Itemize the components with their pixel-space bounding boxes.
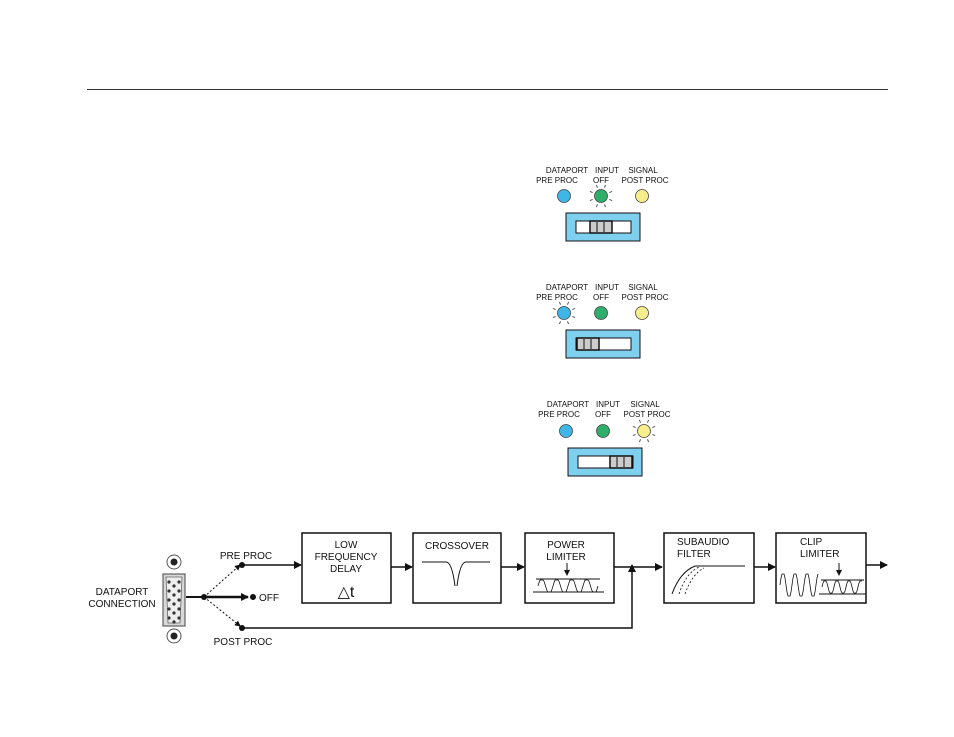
led-panel-2: DATAPORT INPUT SIGNAL PRE PROC OFF POST … [536, 283, 669, 358]
screw-bottom-center [171, 633, 178, 640]
pre-proc-branch-label: PRE PROC [220, 551, 272, 562]
input-led-icon [597, 425, 610, 438]
dataport-led-icon [558, 190, 571, 203]
led-glow-ray [590, 199, 593, 200]
led-glow-ray [609, 199, 612, 200]
dataport-connector: DATAPORT CONNECTION [88, 555, 185, 643]
led-row [553, 302, 649, 324]
led-glow-ray [652, 434, 655, 435]
dataport-connection-label-1: DATAPORT [96, 587, 149, 598]
led-glow-ray [553, 308, 556, 309]
led-glow-ray [572, 316, 575, 317]
off-node [250, 594, 256, 600]
led-glow-ray [559, 302, 560, 305]
signal-label: SIGNAL [628, 166, 658, 175]
led-glow-ray [596, 185, 597, 188]
dataport-label: DATAPORT [546, 283, 588, 292]
post-proc-branch-label: POST PROC [214, 637, 273, 648]
crossover-label: CROSSOVER [425, 541, 489, 552]
led-glow-ray [652, 426, 655, 427]
mode-switch[interactable] [568, 448, 642, 476]
block-subaudio-filter: SUBAUDIO FILTER [664, 533, 754, 603]
signal-label: SIGNAL [630, 400, 660, 409]
input-label: INPUT [595, 166, 619, 175]
led-glow-ray [596, 204, 597, 207]
dataport-connection-label-2: CONNECTION [88, 599, 155, 610]
led-glow-ray [633, 434, 636, 435]
post-proc-label: POST PROC [622, 176, 669, 185]
switch-knob[interactable] [590, 221, 612, 233]
off-label: OFF [593, 176, 609, 185]
led-row [558, 185, 649, 207]
post-proc-label: POST PROC [622, 293, 669, 302]
led-glow-ray [604, 185, 605, 188]
led-glow-ray [567, 302, 568, 305]
block-clip-limiter: CLIP LIMITER [776, 533, 866, 603]
signal-label: SIGNAL [628, 283, 658, 292]
dataport-label: DATAPORT [547, 400, 589, 409]
switch-knob[interactable] [577, 338, 599, 350]
signal-led-icon [638, 425, 651, 438]
off-label: OFF [595, 410, 611, 419]
signal-led-icon [636, 307, 649, 320]
pre-proc-label: PRE PROC [536, 176, 578, 185]
clip-limiter-line1: CLIP [800, 537, 823, 548]
mode-switch[interactable] [566, 213, 640, 241]
off-branch-label: OFF [259, 593, 279, 604]
dataport-led-icon [558, 307, 571, 320]
dataport-led-icon [560, 425, 573, 438]
led-glow-ray [633, 426, 636, 427]
mode-switch[interactable] [566, 330, 640, 358]
block-crossover: CROSSOVER [413, 533, 501, 603]
led-panel-1: DATAPORT INPUT SIGNAL PRE PROC OFF POST … [536, 166, 669, 241]
power-limiter-line2: LIMITER [546, 552, 585, 563]
led-glow-ray [647, 439, 648, 442]
input-label: INPUT [595, 283, 619, 292]
led-glow-ray [639, 420, 640, 423]
led-panel-3: DATAPORT INPUT SIGNAL PRE PROC OFF POST … [538, 400, 671, 476]
led-glow-ray [604, 204, 605, 207]
led-glow-ray [553, 316, 556, 317]
lfd-line3: DELAY [330, 564, 362, 575]
input-label: INPUT [596, 400, 620, 409]
led-glow-ray [567, 321, 568, 324]
led-glow-ray [647, 420, 648, 423]
clip-limiter-line2: LIMITER [800, 549, 839, 560]
input-led-icon [595, 190, 608, 203]
subaudio-line2: FILTER [677, 549, 711, 560]
pre-proc-label: PRE PROC [536, 293, 578, 302]
led-glow-ray [590, 191, 593, 192]
power-limiter-line1: POWER [547, 540, 585, 551]
pre-proc-label: PRE PROC [538, 410, 580, 419]
lfd-line1: LOW [335, 540, 358, 551]
block-low-frequency-delay: LOW FREQUENCY DELAY △t [302, 533, 391, 603]
led-glow-ray [609, 191, 612, 192]
led-row [560, 420, 656, 442]
dataport-label: DATAPORT [546, 166, 588, 175]
led-glow-ray [572, 308, 575, 309]
delta-t-icon: △t [338, 584, 355, 601]
subaudio-line1: SUBAUDIO [677, 537, 729, 548]
off-label: OFF [593, 293, 609, 302]
lfd-line2: FREQUENCY [315, 552, 378, 563]
screw-top-center [171, 559, 178, 566]
led-glow-ray [639, 439, 640, 442]
switch-knob[interactable] [610, 456, 632, 468]
signal-led-icon [636, 190, 649, 203]
led-glow-ray [559, 321, 560, 324]
input-led-icon [595, 307, 608, 320]
block-power-limiter: POWER LIMITER [525, 533, 614, 603]
post-proc-label: POST PROC [624, 410, 671, 419]
